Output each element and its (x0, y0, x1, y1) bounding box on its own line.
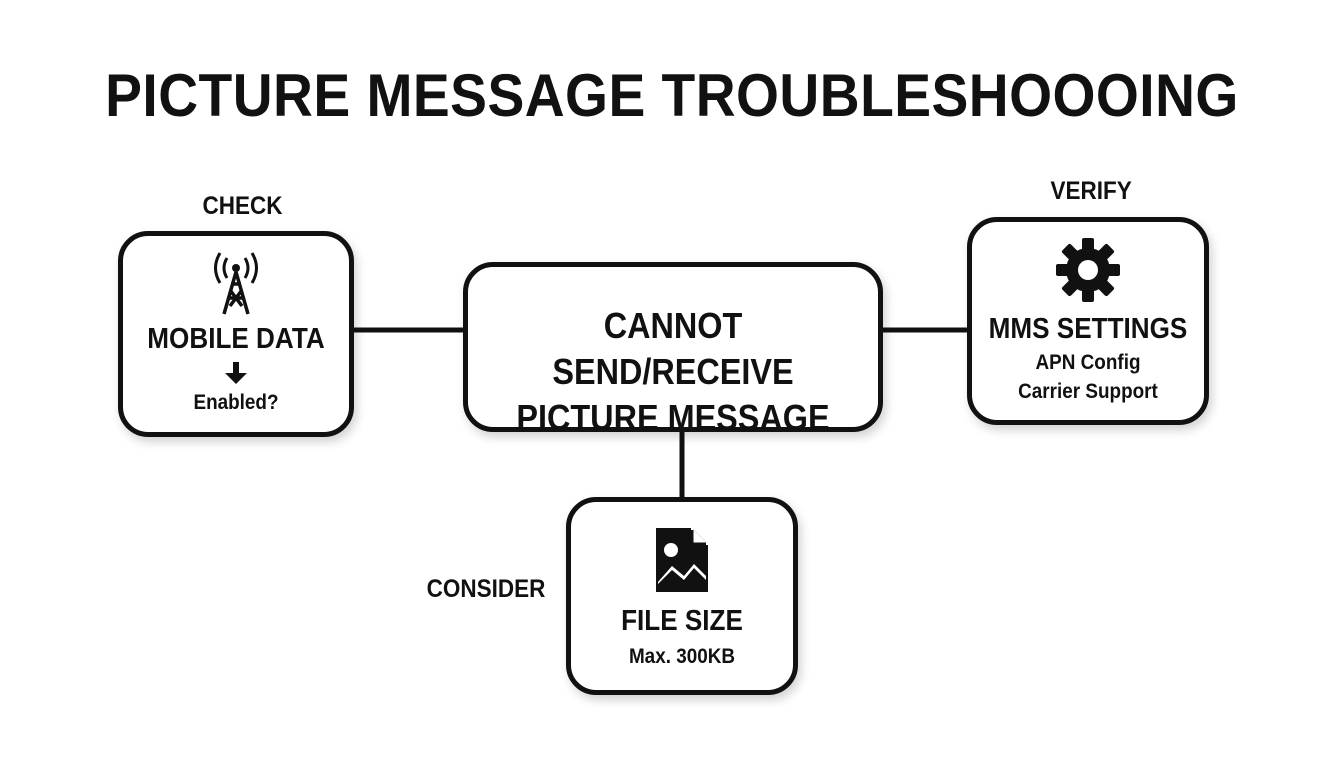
image-file-icon (656, 528, 708, 592)
gear-icon (1056, 238, 1120, 302)
verify-label: VERIFY (1050, 177, 1132, 205)
cell-tower-icon (214, 252, 258, 315)
file-size-limit: Max. 300KB (628, 645, 736, 668)
carrier-support-text: Carrier Support (1018, 380, 1158, 403)
file-size-title: FILE SIZE (621, 605, 743, 637)
problem-line-2: PICTURE MESSAGE (516, 397, 830, 438)
mobile-data-box: MOBILE DATA Enabled? (118, 231, 354, 437)
apn-config-text: APN Config (1035, 351, 1141, 374)
diagram-title: PICTURE MESSAGE TROUBLESHOOOING (105, 62, 1239, 129)
mobile-data-title: MOBILE DATA (147, 323, 325, 355)
check-label: CHECK (202, 192, 283, 220)
consider-label: CONSIDER (426, 575, 546, 603)
main-problem-box: CANNOT SEND/RECEIVE PICTURE MESSAGE (463, 262, 883, 438)
file-size-box: FILE SIZE Max. 300KB (566, 497, 798, 695)
arrow-down-icon (225, 362, 247, 384)
mms-settings-box: MMS SETTINGS APN Config Carrier Support (967, 217, 1209, 425)
problem-line-1: CANNOT SEND/RECEIVE (552, 305, 794, 392)
mobile-data-sub: Enabled? (193, 391, 279, 414)
mms-settings-title: MMS SETTINGS (988, 313, 1188, 345)
